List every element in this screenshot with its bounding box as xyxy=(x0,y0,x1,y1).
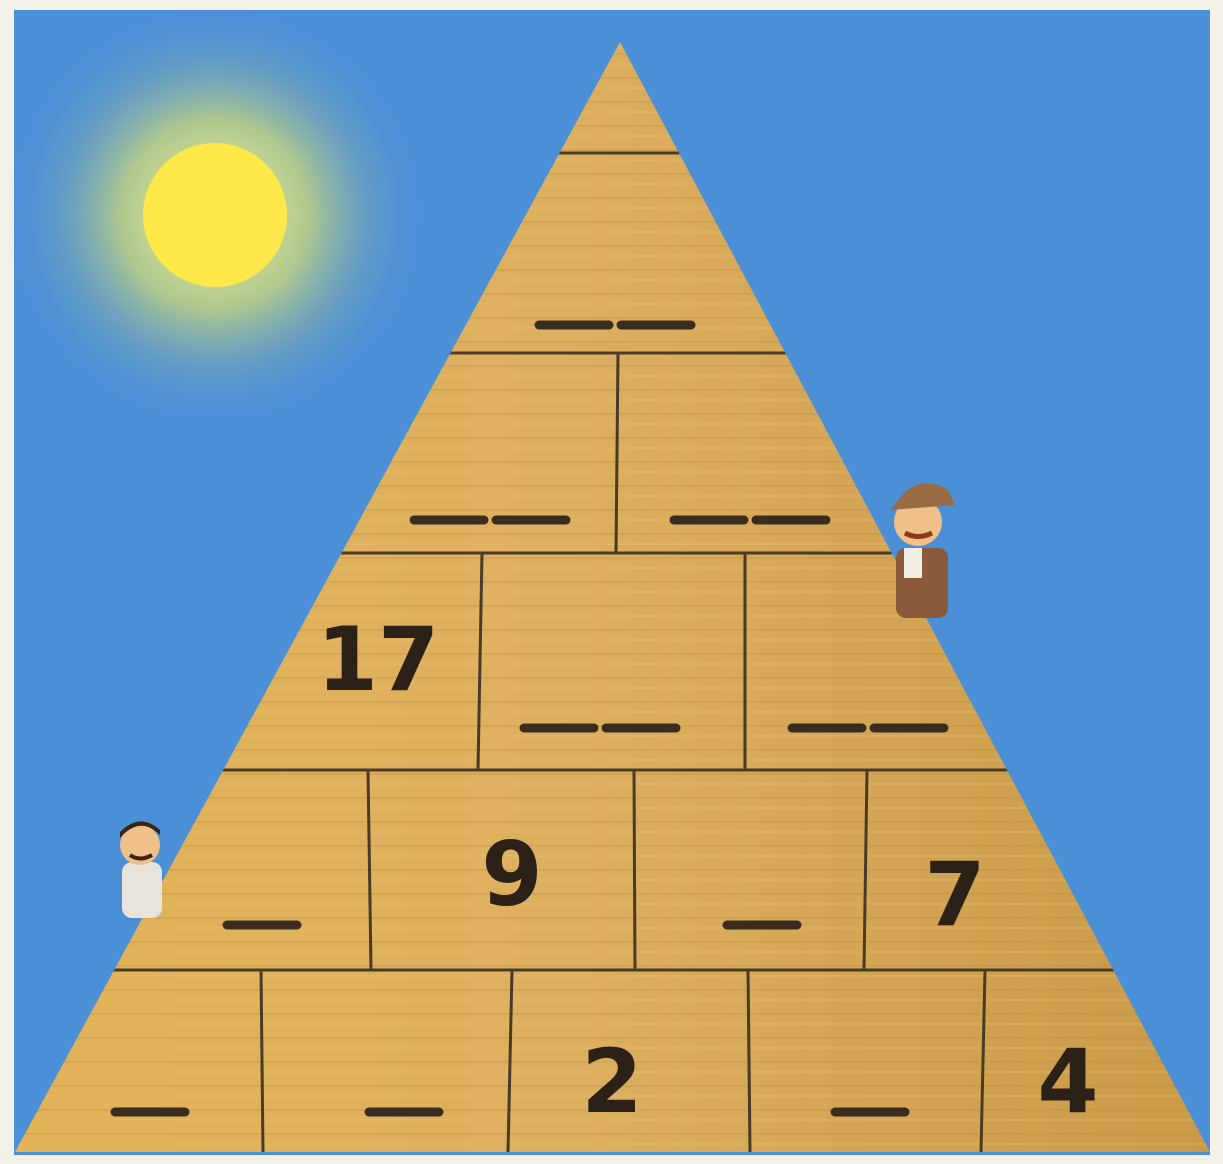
cell-r5-c3: 2 xyxy=(581,1030,642,1133)
cell-number: 4 xyxy=(1037,1030,1098,1133)
cell-r3-c1: 17 xyxy=(317,608,439,711)
cell-r4-c4: 7 xyxy=(924,843,985,946)
cell-r4-c2: 9 xyxy=(481,823,542,926)
sun-icon xyxy=(5,5,425,425)
cell-number: 17 xyxy=(317,608,439,711)
explorer-left-icon xyxy=(120,821,162,918)
cell-number: 2 xyxy=(581,1030,642,1133)
cell-number: 7 xyxy=(924,843,985,946)
cell-number: 9 xyxy=(481,823,542,926)
cell-r5-c5: 4 xyxy=(1037,1030,1098,1133)
